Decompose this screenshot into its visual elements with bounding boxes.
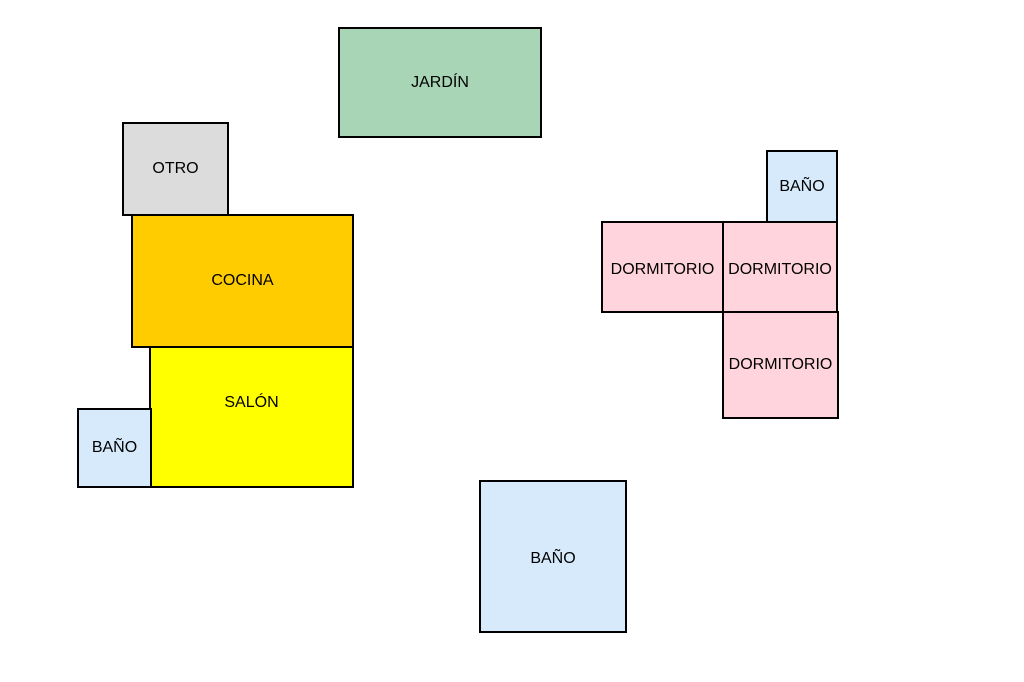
room-dormitorio: DORMITORIO (722, 221, 838, 313)
room-label: DORMITORIO (610, 261, 715, 278)
room-label: OTRO (152, 160, 199, 177)
room-jardin: JARDÍN (338, 27, 542, 138)
room-cocina: COCINA (131, 214, 354, 348)
room-salon: SALÓN (149, 346, 354, 488)
room-label: BAÑO (779, 178, 825, 195)
room-bano: BAÑO (77, 408, 152, 488)
room-label: DORMITORIO (728, 356, 833, 373)
room-label: COCINA (211, 272, 274, 289)
room-bano: BAÑO (479, 480, 627, 633)
room-bano: BAÑO (766, 150, 838, 224)
room-otro: OTRO (122, 122, 229, 216)
room-label: BAÑO (91, 439, 138, 456)
room-dormitorio: DORMITORIO (601, 221, 724, 313)
room-label: JARDÍN (411, 73, 469, 91)
room-label: SALÓN (224, 394, 279, 411)
room-dormitorio: DORMITORIO (722, 311, 839, 419)
room-label: BAÑO (530, 549, 576, 567)
room-label: DORMITORIO (728, 261, 832, 278)
